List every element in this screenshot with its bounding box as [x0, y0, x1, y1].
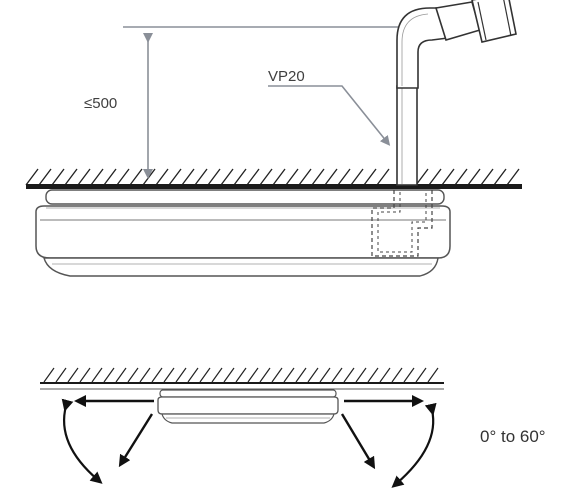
pipe-leader-line [268, 85, 391, 146]
swing-arrow-left [61, 398, 103, 484]
indoor-unit-top [35, 189, 451, 277]
ceiling-slab-top [26, 184, 522, 189]
top-diagram: ≤500 VP20 [25, 0, 522, 277]
airflow-arrow-right-diagonal [340, 413, 376, 470]
dimension-label: ≤500 [84, 95, 117, 112]
swing-arrow-right [391, 402, 437, 488]
ceiling-hatch-top [25, 168, 520, 186]
bottom-diagram: 0° to 60° [40, 367, 546, 488]
airflow-arrow-left-diagonal [118, 413, 154, 468]
pipe-label: VP20 [268, 68, 305, 85]
ceiling-hatch-bottom [43, 367, 439, 383]
indoor-unit-bottom [157, 389, 339, 424]
angle-label: 0° to 60° [480, 427, 546, 446]
drain-pipe [396, 0, 517, 186]
